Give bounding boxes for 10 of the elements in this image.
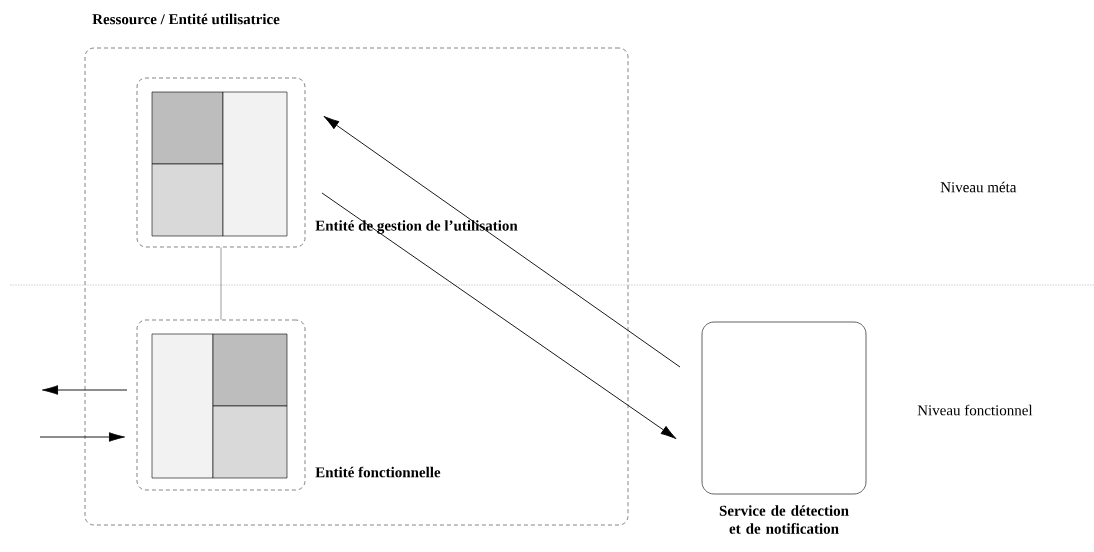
node-label: Ressource / Entité utilisatrice — [92, 13, 280, 25]
arrow — [42, 385, 128, 395]
arrow — [323, 116, 681, 368]
node-label: Entité fonctionnelle — [315, 466, 441, 478]
level-label: Niveau fonctionnel — [917, 404, 1033, 416]
node-label: Service de détection et de notification — [719, 505, 849, 534]
arrow — [321, 192, 677, 440]
connector-line — [220, 247, 222, 320]
level-label: Niveau méta — [940, 181, 1017, 193]
arrow — [39, 432, 125, 442]
